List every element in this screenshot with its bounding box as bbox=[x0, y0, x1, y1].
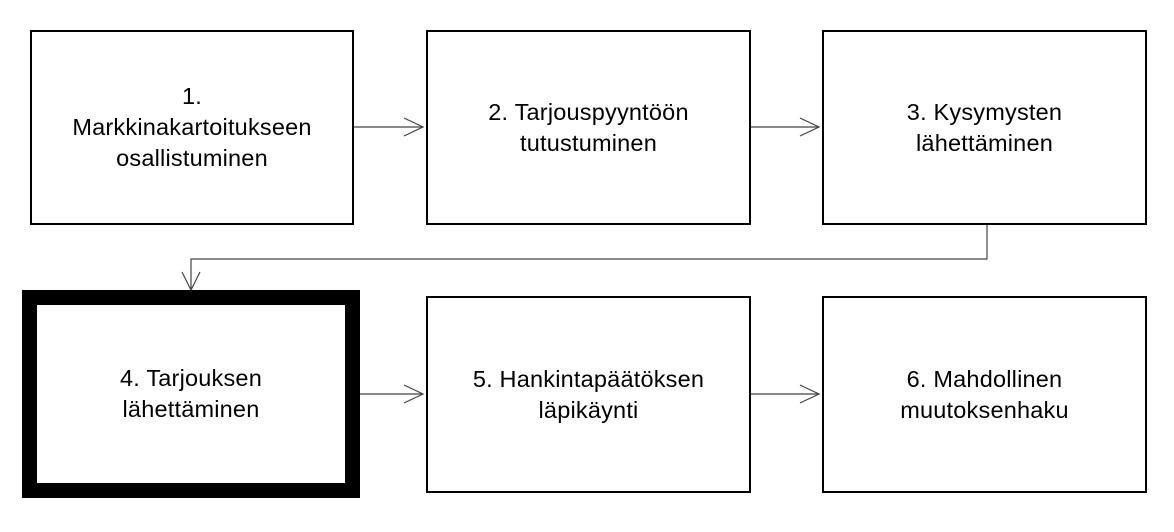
arrow-step-3-to-step-4 bbox=[181, 225, 988, 292]
step-2-box: 2. Tarjouspyyntöön tutustuminen bbox=[426, 30, 751, 225]
step-6-label: 6. Mahdollinen muutoksenhaku bbox=[900, 365, 1069, 423]
step-1-box: 1. Markkinakartoitukseen osallistuminen bbox=[30, 30, 354, 225]
step-3-box: 3. Kysymysten lähettäminen bbox=[822, 30, 1147, 225]
step-3-label: 3. Kysymysten lähettäminen bbox=[906, 98, 1063, 156]
arrow-step-2-to-step-3 bbox=[750, 117, 821, 137]
arrow-step-4-to-step-5 bbox=[360, 384, 425, 404]
step-4-label: 4. Tarjouksen lähettäminen bbox=[120, 365, 262, 422]
arrow-step-5-to-step-6 bbox=[750, 384, 821, 404]
step-2-label: 2. Tarjouspyyntöön tutustuminen bbox=[488, 98, 689, 156]
step-5-box: 5. Hankintapäätöksen läpikäynti bbox=[426, 296, 751, 493]
arrow-step-1-to-step-2 bbox=[353, 117, 425, 137]
step-5-label: 5. Hankintapäätöksen läpikäynti bbox=[472, 365, 705, 423]
step-4-box-highlighted: 4. Tarjouksen lähettäminen bbox=[22, 290, 360, 498]
step-6-box: 6. Mahdollinen muutoksenhaku bbox=[822, 296, 1147, 493]
step-1-label: 1. Markkinakartoitukseen osallistuminen bbox=[72, 83, 312, 171]
